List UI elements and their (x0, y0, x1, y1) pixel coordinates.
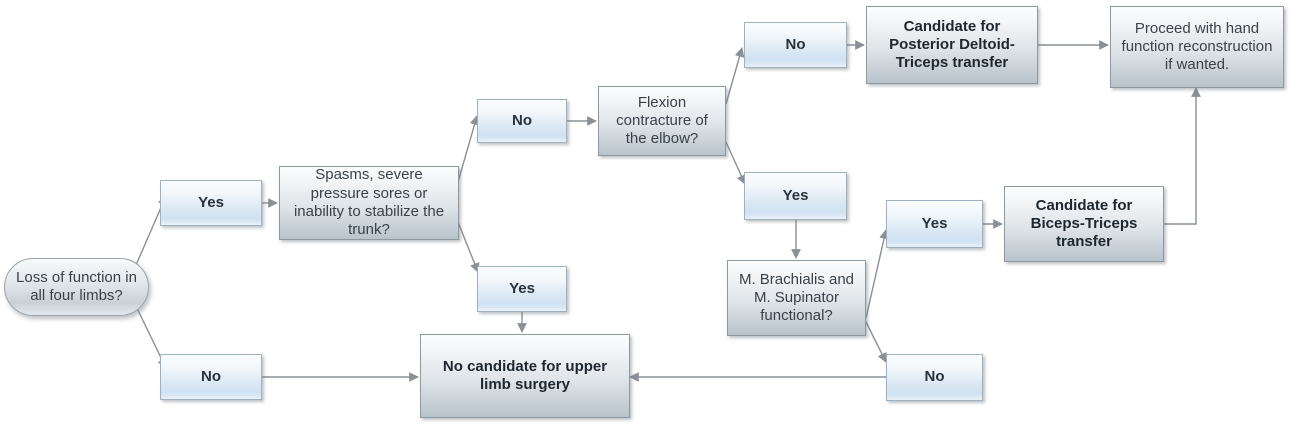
edge-brachialis-no4 (865, 321, 887, 363)
node-posterior-deltoid-triceps-label: Candidate for Posterior Deltoid-Triceps … (889, 17, 1015, 72)
node-yes-flexion[interactable]: Yes (744, 172, 847, 220)
node-no-flexion[interactable]: No (744, 22, 847, 68)
node-proceed-hand-function[interactable]: Proceed with hand function reconstructio… (1110, 6, 1284, 88)
node-start[interactable]: Loss of function in all four limbs? (4, 258, 149, 316)
node-start-label: Loss of function in all four limbs? (16, 268, 137, 304)
node-yes-flexion-label: Yes (782, 186, 809, 204)
node-no-candidate-surgery-label: No candidate for upper limb surgery (442, 357, 608, 393)
node-no-spasms[interactable]: No (477, 99, 567, 143)
node-flexion-question-label: Flexion contracture of the elbow? (616, 93, 708, 148)
node-proceed-hand-function-label: Proceed with hand function reconstructio… (1121, 19, 1273, 74)
node-no-spasms-label: No (512, 111, 532, 129)
node-biceps-triceps[interactable]: Candidate for Biceps-Triceps transfer (1004, 186, 1164, 262)
edge-flexion-no3 (725, 47, 745, 105)
node-yes-spasms-label: Yes (509, 279, 535, 297)
node-yes-brachialis-label: Yes (921, 214, 948, 232)
edge-brachialis-yes4 (865, 229, 889, 319)
node-spasms-question-label: Spasms, severe pressure sores or inabili… (293, 166, 445, 239)
node-flexion-question[interactable]: Flexion contracture of the elbow? (598, 86, 726, 156)
node-yes-brachialis[interactable]: Yes (886, 200, 983, 248)
node-brachialis-question[interactable]: M. Brachialis and M. Supinator functiona… (727, 260, 866, 336)
edge-flexion-yes3 (725, 141, 746, 185)
node-spasms-question[interactable]: Spasms, severe pressure sores or inabili… (279, 166, 459, 240)
node-brachialis-question-label: M. Brachialis and M. Supinator functiona… (738, 270, 855, 325)
edge-biceps-proceed (1164, 87, 1201, 225)
node-yes-spasms[interactable]: Yes (477, 266, 567, 312)
edge-spasms-yes2 (457, 221, 480, 273)
edge-spasms-no2 (457, 115, 480, 183)
node-no-candidate-surgery[interactable]: No candidate for upper limb surgery (420, 334, 630, 418)
node-no-brachialis[interactable]: No (886, 354, 983, 401)
node-no-four-limbs[interactable]: No (160, 354, 262, 400)
node-yes-four-limbs-label: Yes (198, 193, 224, 211)
node-posterior-deltoid-triceps[interactable]: Candidate for Posterior Deltoid-Triceps … (866, 6, 1038, 84)
node-no-brachialis-label: No (924, 368, 945, 386)
node-no-four-limbs-label: No (201, 367, 221, 385)
node-biceps-triceps-label: Candidate for Biceps-Triceps transfer (1030, 196, 1138, 251)
node-yes-four-limbs[interactable]: Yes (160, 180, 262, 226)
node-no-flexion-label: No (785, 35, 806, 53)
